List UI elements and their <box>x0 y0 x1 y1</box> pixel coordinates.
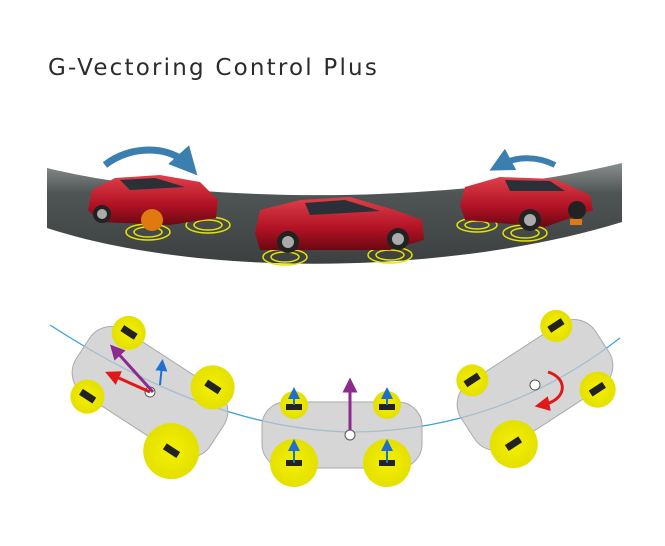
page-title: G-Vectoring Control Plus <box>48 55 380 81</box>
lateral-force-arrow <box>109 344 155 394</box>
diagram-car-turn-in <box>70 315 235 480</box>
diagram-car-corner-exit <box>456 309 616 469</box>
deceleration-arrow <box>105 371 151 394</box>
rotation-arrow-icon <box>489 148 557 171</box>
car-corner-exit <box>456 148 593 242</box>
car-mid-corner <box>255 197 424 266</box>
yaw-moment-arrow <box>534 370 564 411</box>
rotation-arrow-icon <box>102 145 198 176</box>
wheel-force-arrow <box>155 359 168 386</box>
car-turn-in <box>88 145 231 241</box>
diagram-car-mid-corner <box>261 377 423 487</box>
